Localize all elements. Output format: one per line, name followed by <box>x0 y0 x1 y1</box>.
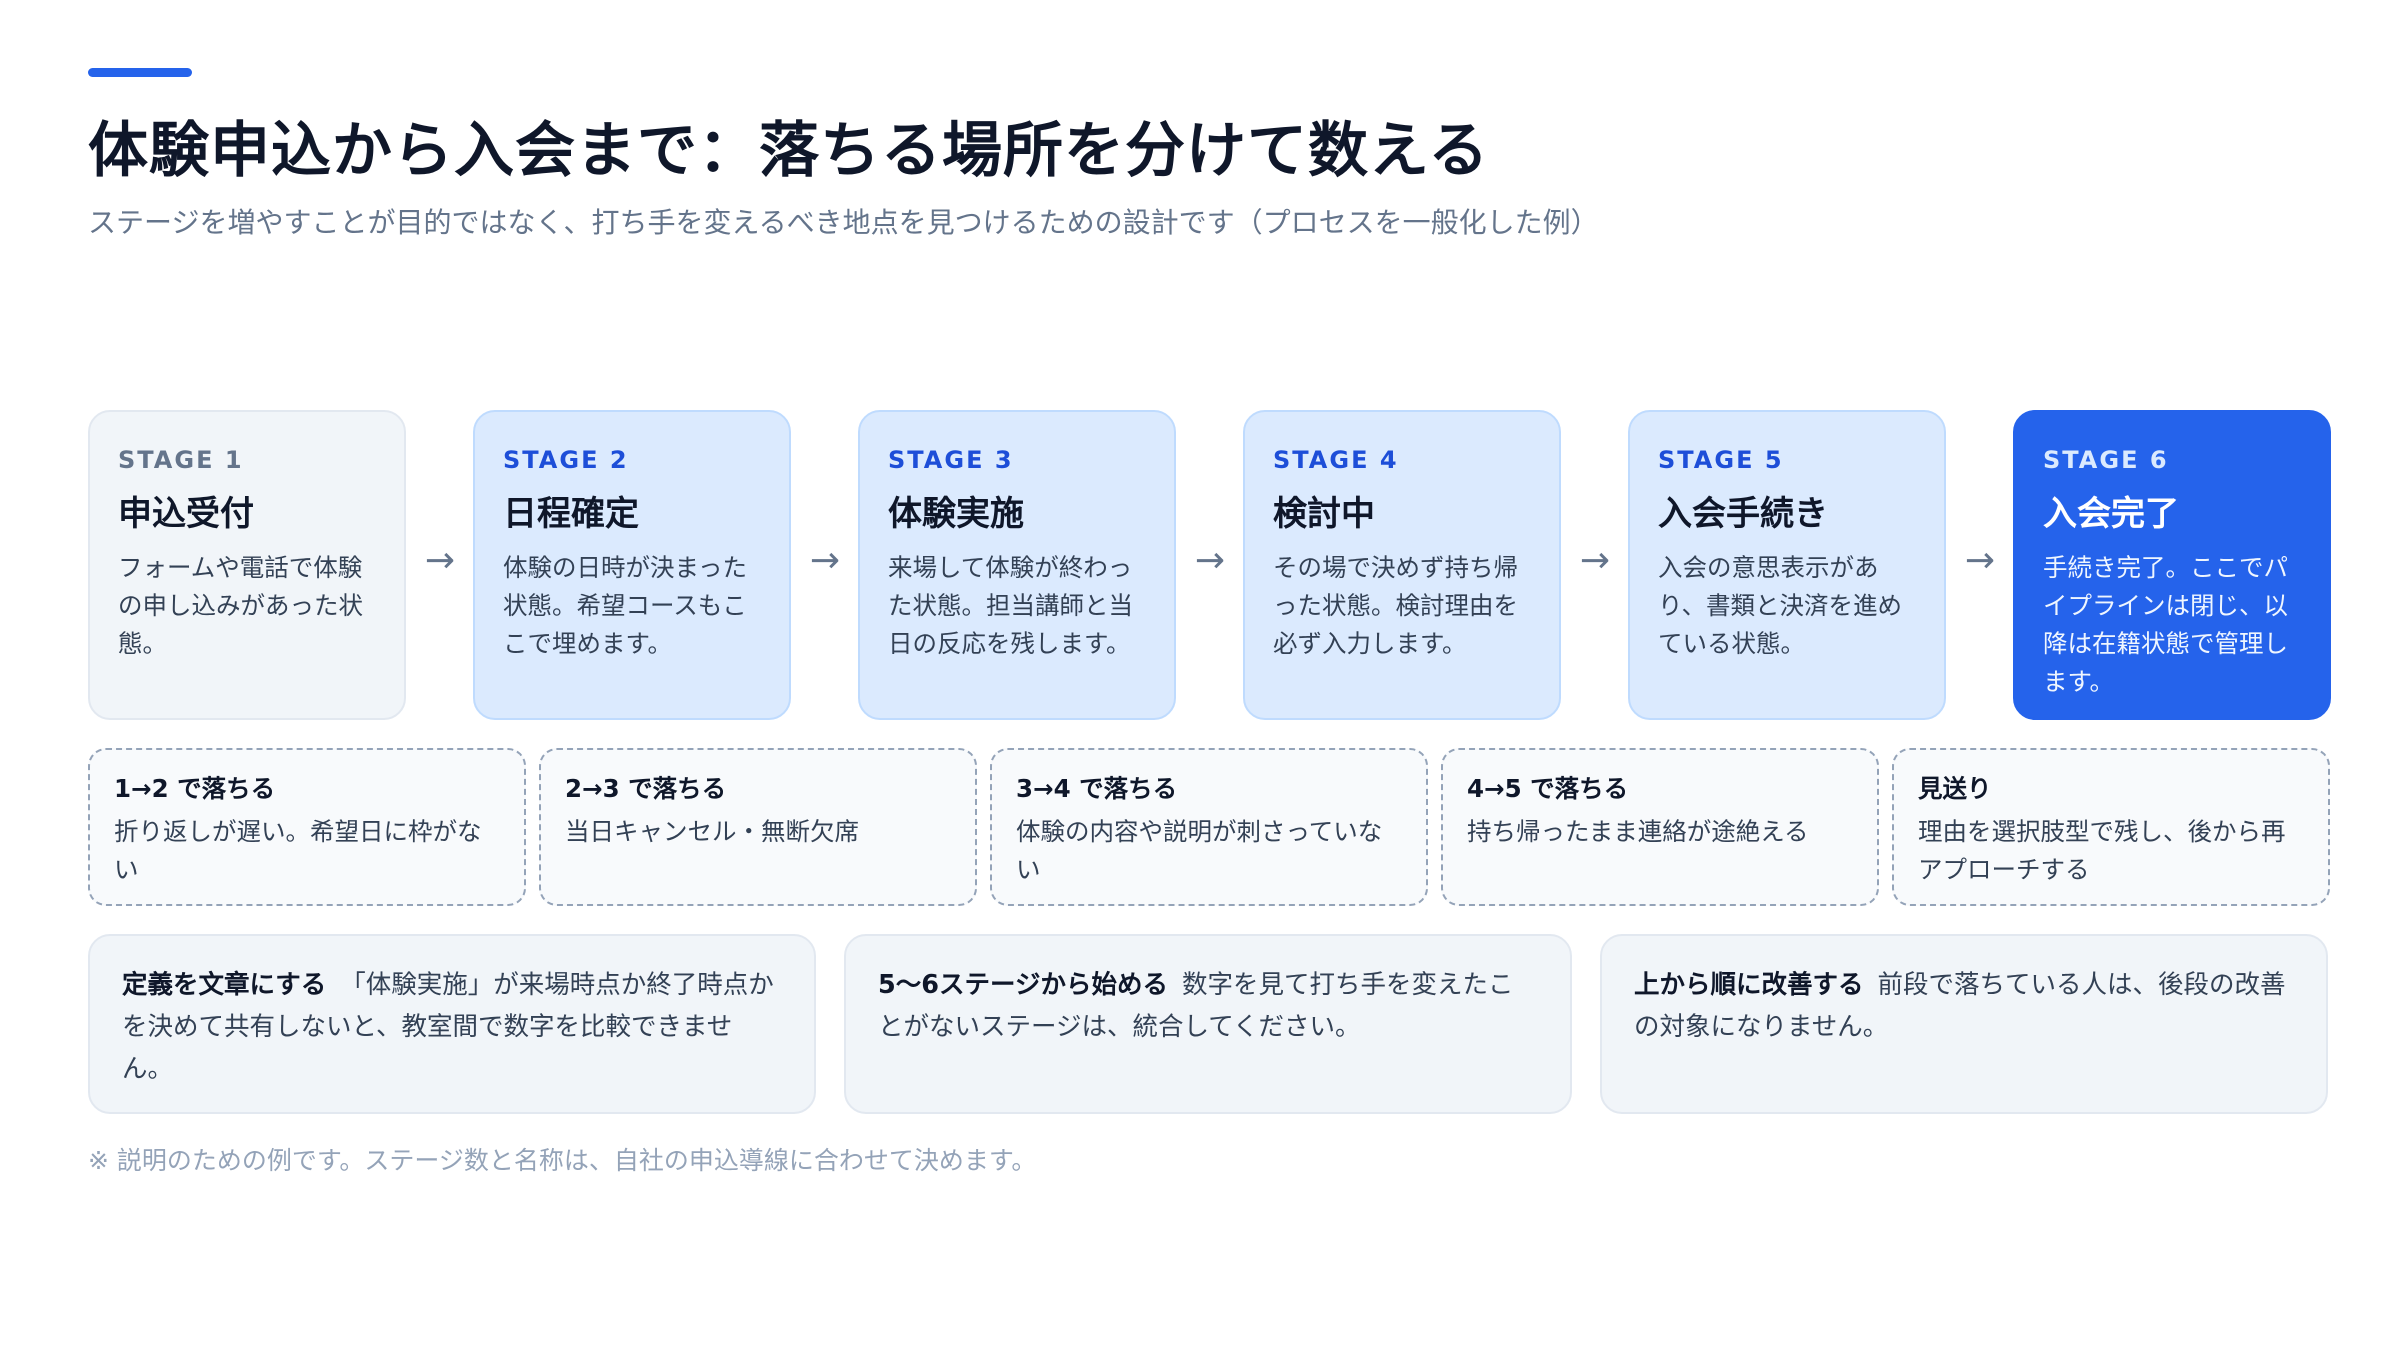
dropoff-description: 持ち帰ったまま連絡が途絶える <box>1467 817 1809 846</box>
dropoff-box-2-3: 2→3 で落ちる 当日キャンセル・無断欠席 <box>539 748 977 906</box>
accent-bar <box>88 68 192 77</box>
principle-card-3: 上から順に改善する前段で落ちている人は、後段の改善の対象になりません。 <box>1600 934 2328 1114</box>
dropoff-box-1-2: 1→2 で落ちる 折り返しが遅い。希望日に枠がない <box>88 748 526 906</box>
stage-card-1: STAGE 1 申込受付 フォームや電話で体験の申し込みがあった状態。 <box>88 410 406 720</box>
dropoff-box-declined: 見送り 理由を選択肢型で残し、後から再アプローチする <box>1892 748 2330 906</box>
dropoff-title: 4→5 で落ちる <box>1467 774 1629 803</box>
stage-card-2: STAGE 2 日程確定 体験の日時が決まった状態。希望コースもここで埋めます。 <box>473 410 791 720</box>
dropoff-box-3-4: 3→4 で落ちる 体験の内容や説明が刺さっていない <box>990 748 1428 906</box>
principle-title: 上から順に改善する <box>1634 970 1864 1000</box>
principle-card-1: 定義を文章にする「体験実施」が来場時点か終了時点かを決めて共有しないと、教室間で… <box>88 934 816 1114</box>
dropoff-description: 理由を選択肢型で残し、後から再アプローチする <box>1918 817 2286 884</box>
arrow-right-icon: → <box>1579 540 1611 581</box>
principle-description: 数字を見て打ち手を変えたことがないステージは、統合してください。 <box>878 970 1514 1042</box>
stage-description: 手続き完了。ここでパイプラインは閉じ、以降は在籍状態で管理します。 <box>2043 553 2288 696</box>
dropoff-description: 折り返しが遅い。希望日に枠がない <box>114 817 482 884</box>
principle-title: 5〜6ステージから始める <box>878 970 1168 1000</box>
stage-card-6: STAGE 6 入会完了 手続き完了。ここでパイプラインは閉じ、以降は在籍状態で… <box>2013 410 2331 720</box>
dropoff-box-4-5: 4→5 で落ちる 持ち帰ったまま連絡が途絶える <box>1441 748 1879 906</box>
stage-description: 来場して体験が終わった状態。担当講師と当日の反応を残します。 <box>888 553 1133 658</box>
arrow-right-icon: → <box>809 540 841 581</box>
stage-card-3: STAGE 3 体験実施 来場して体験が終わった状態。担当講師と当日の反応を残し… <box>858 410 1176 720</box>
stage-description: その場で決めず持ち帰った状態。検討理由を必ず入力します。 <box>1273 553 1518 658</box>
dropoff-title: 見送り <box>1918 774 1992 803</box>
stage-title: 体験実施 <box>888 494 1024 534</box>
stage-tag: STAGE 5 <box>1658 446 1784 474</box>
stage-description: 体験の日時が決まった状態。希望コースもここで埋めます。 <box>503 553 748 658</box>
dropoff-description: 体験の内容や説明が刺さっていない <box>1016 817 1383 884</box>
principle-description: 前段で落ちている人は、後段の改善の対象になりません。 <box>1634 970 2286 1042</box>
stage-tag: STAGE 6 <box>2043 446 2169 474</box>
arrow-right-icon: → <box>1964 540 1996 581</box>
page-subtitle: ステージを増やすことが目的ではなく、打ち手を変えるべき地点を見つけるための設計で… <box>88 206 1599 239</box>
stage-title: 申込受付 <box>118 494 254 534</box>
stage-title: 検討中 <box>1273 494 1375 534</box>
footnote: ※ 説明のための例です。ステージ数と名称は、自社の申込導線に合わせて決めます。 <box>88 1146 1037 1175</box>
dropoff-title: 1→2 で落ちる <box>114 774 276 803</box>
arrow-right-icon: → <box>1194 540 1226 581</box>
stage-title: 入会完了 <box>2043 494 2179 534</box>
dropoff-description: 当日キャンセル・無断欠席 <box>565 817 859 846</box>
arrow-right-icon: → <box>424 540 456 581</box>
stage-tag: STAGE 1 <box>118 446 244 474</box>
principle-description: 「体験実施」が来場時点か終了時点かを決めて共有しないと、教室間で数字を比較できま… <box>122 970 774 1084</box>
stage-title: 日程確定 <box>503 494 639 534</box>
stage-card-5: STAGE 5 入会手続き 入会の意思表示があり、書類と決済を進めている状態。 <box>1628 410 1946 720</box>
stage-tag: STAGE 4 <box>1273 446 1399 474</box>
principle-card-2: 5〜6ステージから始める数字を見て打ち手を変えたことがないステージは、統合してく… <box>844 934 1572 1114</box>
stage-tag: STAGE 3 <box>888 446 1014 474</box>
page-title: 体験申込から入会まで：落ちる場所を分けて数える <box>88 116 1490 186</box>
stage-title: 入会手続き <box>1658 494 1828 534</box>
stage-description: 入会の意思表示があり、書類と決済を進めている状態。 <box>1658 553 1903 658</box>
stage-tag: STAGE 2 <box>503 446 629 474</box>
dropoff-title: 2→3 で落ちる <box>565 774 727 803</box>
dropoff-title: 3→4 で落ちる <box>1016 774 1178 803</box>
stage-description: フォームや電話で体験の申し込みがあった状態。 <box>118 553 363 658</box>
principle-title: 定義を文章にする <box>122 970 327 1000</box>
stage-card-4: STAGE 4 検討中 その場で決めず持ち帰った状態。検討理由を必ず入力します。 <box>1243 410 1561 720</box>
